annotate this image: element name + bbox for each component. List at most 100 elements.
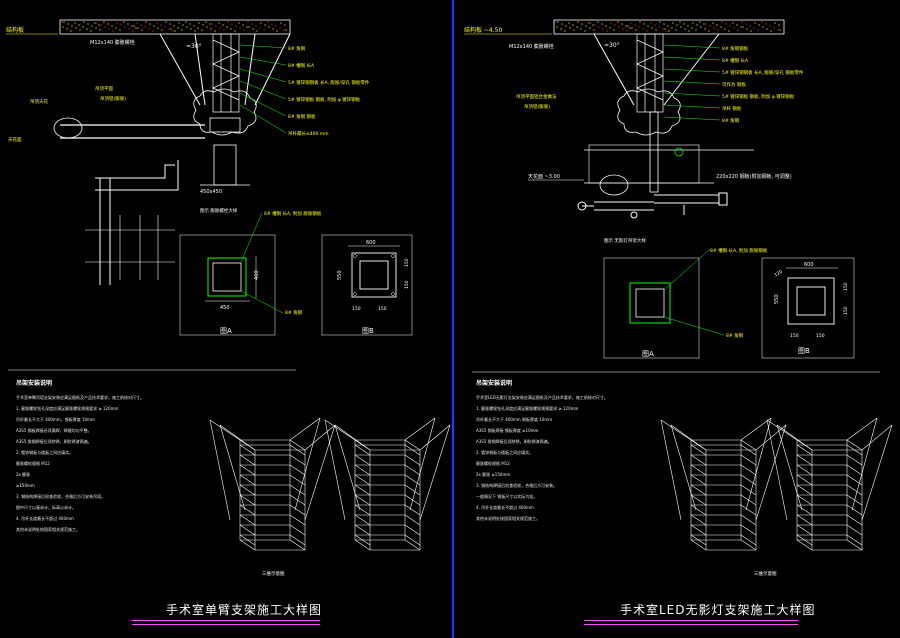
sheet-divider: [452, 0, 454, 638]
left-section-b: 600 550 150 150 150 150 图B: [321, 234, 413, 336]
right-side-label-2: 吊顶铝(膨胀): [524, 103, 550, 110]
svg-text:150: 150: [816, 333, 825, 339]
right-note-line: 2x 膨胀 ≥150mm: [476, 472, 511, 477]
right-b-dim-w: 600: [804, 262, 814, 268]
svg-text:150: 150: [404, 280, 410, 289]
left-label-ceiling: 吊顶天花: [30, 98, 48, 105]
left-notes: 吊架安装说明 手术室单臂吊塔支架安装应满足图纸及产品技术要求，施工前核对尺寸。1…: [16, 378, 226, 535]
right-light-arms: [577, 192, 728, 219]
left-note-line: ≥150mm: [16, 483, 35, 488]
right-b-dim-diag: 120: [773, 269, 784, 279]
left-drawing-title: 手术室单臂支架施工大样图: [166, 603, 323, 617]
left-note-line: 2x 膨胀: [16, 472, 31, 477]
right-callout: 8# 角钢: [722, 117, 740, 124]
left-note-line: 图中尺寸以毫米计，标高以米计。: [16, 505, 76, 510]
left-label-face: 天花面: [8, 136, 22, 143]
left-note-line: A3S5 钢板焊接必须满焊，焊缝均匀平整。: [16, 428, 92, 433]
right-drawing-title: 手术室LED无影灯支架施工大样图: [620, 603, 816, 617]
left-callout: 8# 角钢: [288, 45, 306, 52]
right-rod-label: M12x140 膨胀螺栓: [509, 43, 554, 50]
left-section-a: 450 400 8# 槽钢 长A, 附加 膨胀钢板 8# 角钢 图A: [179, 210, 322, 336]
right-note-line: A3S5 钢板焊接 钢板厚度 ≥10mm: [476, 428, 539, 433]
left-callout: 吊杆最长≤400 mm: [288, 130, 329, 137]
right-slab-label: 结构板 ~4.50: [464, 26, 502, 34]
left-slab-hatch: [61, 21, 287, 32]
left-a-dim-w: 450: [220, 305, 230, 311]
right-note-line: 3. 钢结构焊接后检查验收，合格后方可安装。: [476, 483, 558, 488]
left-detail-caption: 图示 膨胀螺栓大样: [200, 207, 238, 214]
left-callout: 8# 槽钢 长A: [288, 62, 315, 69]
left-angle-label: ≈30°: [186, 43, 202, 50]
left-note-line: 4. 吊杆长度最长不超过 400mm: [16, 516, 74, 521]
right-side-label-1: 吊顶平面铝合金做法: [516, 93, 557, 100]
svg-text:150: 150: [843, 282, 849, 291]
right-detail-caption: 图示 无影灯吊架大样: [604, 237, 646, 244]
svg-text:150: 150: [790, 333, 799, 339]
right-a-callout-top: 8# 槽钢 长A, 附加 膨胀钢板: [710, 247, 768, 254]
left-rod-2: [254, 33, 291, 106]
left-a-callout-top: 8# 槽钢 长A, 附加 膨胀钢板: [264, 210, 322, 217]
left-callout: 8# 角钢 钢板: [288, 113, 316, 120]
left-note-line: 1. 膨胀螺栓钻孔深度应满足膨胀螺栓规格要求 ≥ 120mm: [16, 406, 119, 411]
left-iso-frame-1: [209, 417, 336, 551]
left-rod-label: M12x140 膨胀螺栓: [90, 39, 135, 46]
right-plate-label: 220x220 钢板(附加钢板, 可调整): [716, 173, 792, 180]
left-note-line: A3S5 角钢焊接后须除锈，刷防锈漆两遍。: [16, 439, 92, 444]
right-callout: 8# 角钢钢板: [722, 45, 749, 52]
left-a-callout-bottom: 8# 角钢: [285, 309, 303, 316]
left-note-line: 其他未说明处按国家相关规范施工。: [16, 527, 80, 532]
right-title-underline: [584, 620, 798, 621]
left-iso-frame-2: [324, 417, 451, 551]
right-iso-frame-2: [766, 417, 893, 551]
left-note-line: 吊杆最长不大于 400mm，钢板厚度 10mm: [16, 417, 95, 422]
right-slab-hatch: [555, 21, 781, 32]
left-lattice-column: [212, 33, 240, 113]
right-iso-frame-1: [660, 417, 787, 551]
left-detail-cloud: [193, 88, 257, 136]
right-note-line: 1. 膨胀螺栓钻孔深度应满足膨胀螺栓规格要求 ≥ 120mm: [476, 406, 579, 411]
right-a-label: 图A: [642, 350, 654, 358]
left-title-underline: [132, 620, 320, 621]
right-section-b: 600 550 120 150 150 150 150 图B: [761, 257, 855, 359]
left-plate-dims: 450x450: [200, 189, 222, 195]
left-note-line: 手术室单臂吊塔支架安装应满足图纸及产品技术要求，施工前核对尺寸。: [16, 395, 144, 400]
right-note-line: 4. 吊杆长度最长不超过 400mm: [476, 505, 534, 510]
right-note-line: 吊杆最长不大于 400mm 钢板厚度 10mm: [476, 417, 553, 422]
right-ceiling-label: 天花面 ~3.00: [528, 173, 560, 180]
left-b-dim-h: 550: [337, 270, 343, 280]
right-note-line: 手术室LED无影灯支架安装应满足图纸及产品技术要求，施工前核对尺寸。: [476, 395, 608, 400]
right-b-label: 图B: [798, 347, 810, 355]
right-angle-label: ≈30°: [604, 42, 620, 49]
right-section-a: 8# 槽钢 长A, 附加 膨胀钢板 8# 角钢 图A: [603, 247, 768, 359]
right-note-line: 一般情况下 钢板尺寸以实际为准。: [476, 494, 538, 499]
svg-text:150: 150: [404, 258, 410, 267]
right-notes: 吊架安装说明 手术室LED无影灯支架安装应满足图纸及产品技术要求，施工前核对尺寸…: [476, 378, 686, 524]
svg-text:150: 150: [352, 306, 361, 312]
right-callout: 可作为 钢板: [722, 81, 746, 88]
right-a-callout-bottom: 8# 角钢: [726, 332, 744, 339]
right-slab: [553, 19, 785, 35]
right-callout: 8# 槽钢 长A: [722, 57, 749, 64]
left-side-label-1: 吊顶平面: [95, 86, 113, 92]
right-note-line: A3S5 角钢焊接后须除锈，刷防锈漆两遍。: [476, 439, 552, 444]
left-iso-caption: 三维示意图: [262, 570, 285, 577]
right-iso-caption: 三维示意图: [754, 570, 777, 577]
right-b-dim-h: 550: [774, 294, 780, 304]
left-slab: [59, 19, 291, 35]
left-note-line: 膨胀螺栓规格 M12: [16, 461, 50, 466]
right-lattice-column: [636, 33, 664, 113]
left-a-dim-h: 400: [254, 270, 260, 280]
svg-text:150: 150: [843, 306, 849, 315]
left-b-label: 图B: [362, 327, 374, 335]
left-note-line: 3. 钢结构焊接后检查验收，合格后方可安装吊塔。: [16, 494, 106, 499]
left-a-label: 图A: [220, 327, 232, 335]
left-panel-drawing: 结构板 450x450 吊顶天花 天花面: [6, 19, 451, 577]
left-callout: 5# 镀锌钢板 钢板, 附加 φ 镀锌钢板: [288, 96, 361, 103]
left-side-label-2: 吊顶铝(膨胀): [100, 95, 126, 102]
right-callout: 吊杆 钢板: [722, 105, 742, 112]
left-note-line: 2. 镀锌钢板与楼板之间应填实。: [16, 450, 74, 455]
svg-text:150: 150: [378, 306, 387, 312]
